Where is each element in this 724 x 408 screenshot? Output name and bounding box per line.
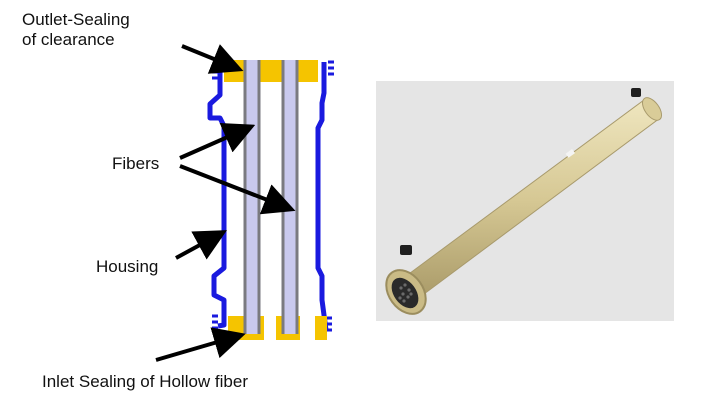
outlet-sealing-arrow: [181, 44, 244, 74]
fibers-arrow: [179, 164, 296, 215]
outlet-seal-block: [298, 60, 318, 82]
housing-right-threads-top: [328, 60, 334, 76]
housing-left-threads-top: [212, 64, 218, 80]
fibers-label: Fibers: [112, 154, 160, 173]
housing-right-wall: [315, 62, 329, 331]
housing-left-threads-bottom: [212, 314, 218, 330]
module-far-end: [641, 97, 663, 121]
membrane-module-photo: [385, 88, 663, 315]
module-fiber-openings: [398, 283, 413, 303]
inlet-seal-block: [315, 316, 327, 340]
housing-arrow: [175, 230, 228, 260]
module-fiber-bundle: [391, 277, 419, 309]
module-port-near: [400, 245, 412, 255]
fibers-arrow: [179, 123, 256, 160]
outlet-sealing-label: Outlet-Sealing of clearance: [22, 10, 130, 49]
inlet-sealing-arrow: [155, 327, 246, 362]
outlet-seal-block: [260, 60, 282, 82]
hollow-fiber: [281, 60, 299, 334]
module-sticker: [565, 149, 575, 158]
housing-label: Housing: [96, 257, 159, 276]
module-port-far: [631, 88, 641, 97]
housing-left-wall: [207, 59, 227, 329]
inlet-sealing-label: Inlet Sealing of Hollow fiber: [42, 372, 249, 391]
